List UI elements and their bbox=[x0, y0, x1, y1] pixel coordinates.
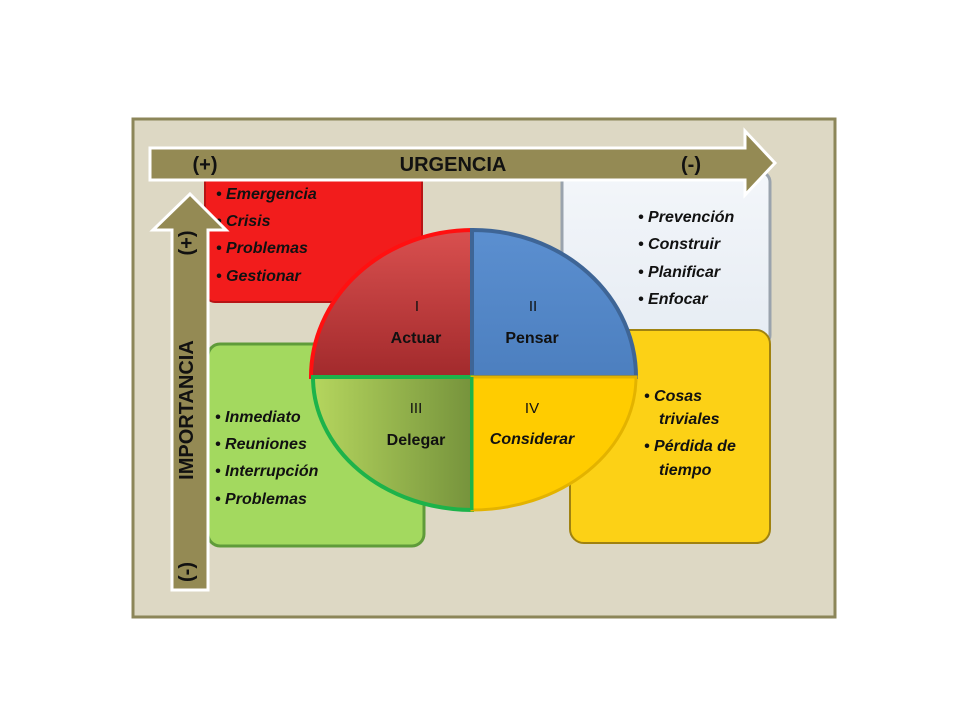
urgency-plus-label: (+) bbox=[193, 154, 218, 176]
urgency-title: URGENCIA bbox=[400, 154, 507, 176]
importance-arrow bbox=[149, 191, 230, 592]
svg-text:• Cosas: • Cosas bbox=[644, 388, 702, 405]
svg-text:• Enfocar: • Enfocar bbox=[638, 291, 708, 308]
action-pensar: Pensar bbox=[505, 330, 558, 347]
action-delegar: Delegar bbox=[387, 432, 446, 449]
svg-text:• Gestionar: • Gestionar bbox=[216, 268, 302, 285]
urgency-arrow bbox=[148, 127, 778, 199]
segment-i bbox=[308, 227, 474, 379]
quadrant-ii-list: • Prevención • Construir • Planificar • … bbox=[638, 209, 735, 308]
svg-text:• Problemas: • Problemas bbox=[216, 240, 308, 257]
svg-text:triviales: triviales bbox=[659, 411, 720, 428]
quadrant-iii-list: • Inmediato • Reuniones • Interrupción •… bbox=[215, 409, 319, 508]
center-circle bbox=[308, 227, 639, 513]
svg-text:• Inmediato: • Inmediato bbox=[215, 409, 301, 426]
svg-text:• Pérdida de: • Pérdida de bbox=[644, 438, 736, 455]
quadrant-iv-list: • Cosas triviales • Pérdida de tiempo bbox=[644, 388, 736, 479]
action-actuar: Actuar bbox=[391, 330, 442, 347]
svg-text:• Prevención: • Prevención bbox=[638, 209, 735, 226]
action-considerar: Considerar bbox=[490, 431, 575, 448]
svg-text:• Planificar: • Planificar bbox=[638, 264, 721, 281]
svg-text:• Emergencia: • Emergencia bbox=[216, 186, 317, 203]
importance-plus-label: (+) bbox=[176, 231, 198, 256]
numeral-ii: II bbox=[529, 298, 537, 315]
numeral-iv: IV bbox=[525, 400, 539, 417]
quadrant-i-list: • Emergencia • Crisis • Problemas • Gest… bbox=[216, 186, 317, 285]
urgency-minus-label: (-) bbox=[681, 154, 701, 176]
importance-title: IMPORTANCIA bbox=[176, 340, 198, 480]
importance-minus-label: (-) bbox=[176, 562, 198, 582]
svg-text:• Interrupción: • Interrupción bbox=[215, 463, 319, 480]
segment-iii bbox=[310, 375, 474, 513]
svg-text:tiempo: tiempo bbox=[659, 462, 712, 479]
svg-text:• Crisis: • Crisis bbox=[216, 213, 271, 230]
numeral-iii: III bbox=[410, 400, 423, 417]
svg-text:• Reuniones: • Reuniones bbox=[215, 436, 307, 453]
numeral-i: I bbox=[415, 298, 419, 315]
svg-text:• Problemas: • Problemas bbox=[215, 491, 307, 508]
segment-iv bbox=[470, 375, 638, 512]
svg-text:• Construir: • Construir bbox=[638, 236, 721, 253]
segment-ii bbox=[470, 227, 639, 379]
